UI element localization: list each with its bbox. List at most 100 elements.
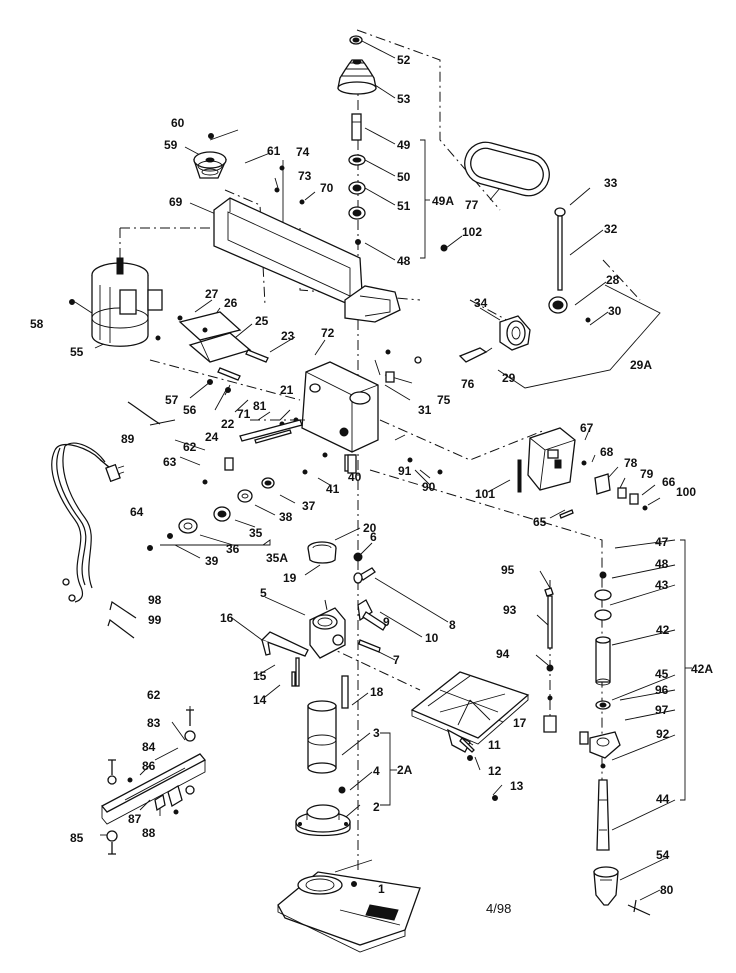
part-screw-70 [299, 199, 305, 205]
part-screw-91 [407, 457, 413, 463]
part-screw-72 [385, 349, 391, 355]
callout-49: 49 [397, 138, 411, 152]
callout-73: 73 [298, 169, 312, 183]
callout-95: 95 [501, 563, 515, 577]
part-screw-65 [559, 509, 574, 519]
part-screw-85 [108, 842, 116, 855]
leader-lines [74, 39, 692, 901]
callout-24: 24 [205, 430, 219, 444]
callout-80: 80 [660, 883, 674, 897]
callout-89: 89 [121, 432, 135, 446]
part-allen-wrench-99 [107, 619, 135, 639]
callout-58: 58 [30, 317, 44, 331]
callout-8: 8 [449, 618, 456, 632]
part-clamp-16 [260, 631, 309, 657]
part-retaining-ring-48 [355, 239, 361, 245]
part-set-screw-60 [208, 133, 214, 139]
callout-1: 1 [378, 882, 385, 896]
callout-53: 53 [397, 92, 411, 106]
callout-38: 38 [279, 510, 293, 524]
part-spindle-shaft-49 [351, 113, 362, 141]
callout-32: 32 [604, 222, 618, 236]
part-head-casting-21 [301, 361, 379, 472]
part-hub-34 [499, 315, 531, 351]
callout-96: 96 [655, 683, 669, 697]
part-washer-85 [106, 830, 118, 842]
date-code: 4/98 [486, 901, 511, 916]
callout-27: 27 [205, 287, 219, 301]
callout-66: 66 [662, 475, 676, 489]
callout-2a: 2A [397, 763, 413, 777]
callout-62-upper: 62 [183, 440, 197, 454]
part-key-101 [517, 459, 522, 493]
callout-50: 50 [397, 170, 411, 184]
callout-57: 57 [165, 393, 179, 407]
part-pin-31 [385, 371, 395, 383]
part-knob-76 [414, 356, 422, 364]
callout-97: 97 [655, 703, 669, 717]
part-base-1 [277, 871, 421, 953]
part-chuck-54 [593, 866, 619, 906]
part-power-cord-64 [51, 442, 125, 603]
part-cap-52 [349, 35, 363, 45]
part-screw-74 [279, 165, 285, 171]
part-screw-90 [437, 469, 443, 475]
part-table-bracket-5 [309, 607, 346, 659]
callout-102: 102 [462, 225, 482, 239]
part-plate-18 [341, 675, 349, 709]
callout-56: 56 [183, 403, 197, 417]
part-table-17 [410, 671, 530, 753]
part-crank-9-10 [357, 599, 387, 631]
part-washer-73 [274, 187, 280, 193]
part-nut-13 [492, 795, 498, 801]
part-washer-26 [202, 327, 208, 333]
part-wire-89 [127, 401, 161, 425]
part-screw-39 [147, 545, 153, 551]
callout-68: 68 [600, 445, 614, 459]
part-washer-12 [467, 755, 473, 761]
part-column-3 [307, 700, 337, 774]
callout-65: 65 [533, 515, 547, 529]
callout-71: 71 [237, 407, 251, 421]
part-screw-82b [186, 709, 194, 726]
callout-47: 47 [655, 535, 669, 549]
callout-36: 36 [226, 542, 240, 556]
callout-42a: 42A [691, 662, 713, 676]
callout-94: 94 [496, 647, 510, 661]
part-belt-guard-69 [213, 197, 401, 323]
callout-90: 90 [422, 480, 436, 494]
part-bearing-51b [348, 206, 366, 220]
callout-9: 9 [383, 615, 390, 629]
callout-4: 4 [373, 764, 380, 778]
callout-76: 76 [461, 377, 475, 391]
callout-55: 55 [70, 345, 84, 359]
part-shaft-29 [458, 347, 493, 363]
part-nut-56 [225, 387, 231, 393]
callout-11: 11 [488, 738, 501, 752]
callout-35a: 35A [266, 551, 288, 565]
callout-51: 51 [397, 199, 411, 213]
part-motor-55 [91, 257, 163, 347]
part-spring-37 [261, 477, 275, 489]
part-fence-84 [100, 753, 207, 825]
part-motor-bracket-25 [178, 311, 252, 363]
part-rod-24 [254, 429, 292, 444]
part-rod-23 [245, 349, 269, 363]
callout-45: 45 [655, 667, 669, 681]
part-screw-4 [338, 786, 346, 794]
callout-22: 22 [221, 417, 235, 431]
part-key-66 [629, 493, 639, 505]
callout-98: 98 [148, 593, 162, 607]
callout-2: 2 [373, 800, 380, 814]
callout-26: 26 [224, 296, 238, 310]
part-pin-7 [358, 639, 381, 653]
callout-labels: 1 2 2A 3 4 5 6 7 8 9 10 11 12 13 14 15 1… [30, 53, 713, 897]
callout-21: 21 [280, 383, 294, 397]
part-bearing-51 [348, 181, 366, 195]
part-pin-15 [295, 657, 300, 687]
callout-52: 52 [397, 53, 411, 67]
part-screw-63 [202, 479, 208, 485]
callout-62-lower: 62 [147, 688, 161, 702]
callout-20: 20 [363, 521, 377, 535]
callout-10: 10 [425, 631, 439, 645]
